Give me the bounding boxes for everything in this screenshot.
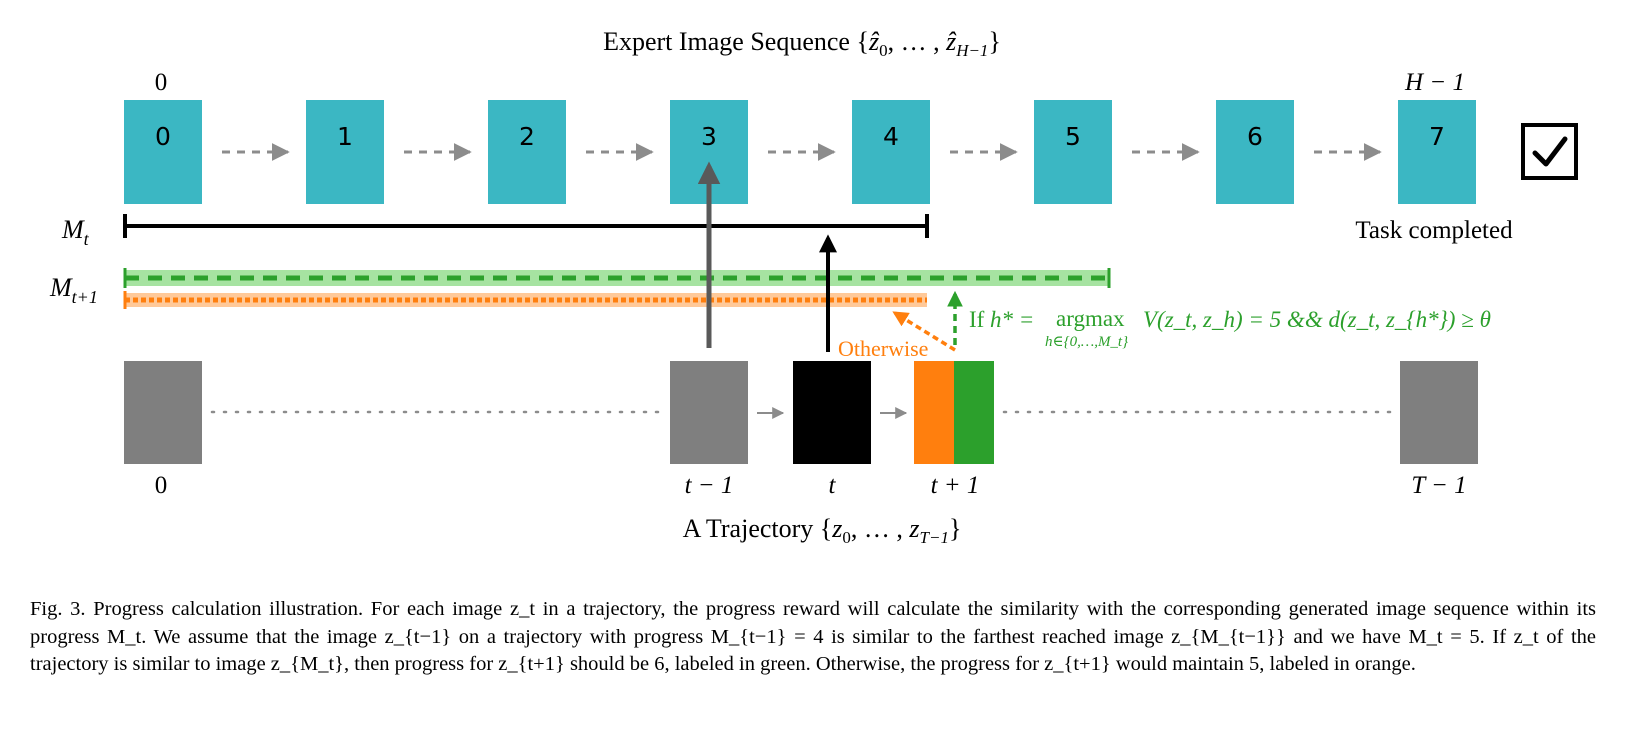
svg-text:h* =: h* = — [990, 307, 1034, 332]
trajectory-frame-t-plus-1-green — [954, 361, 994, 464]
task-completed-label: Task completed — [1355, 217, 1513, 244]
svg-text:argmax: argmax — [1056, 306, 1125, 331]
otherwise-label: Otherwise — [838, 336, 928, 361]
expert-frame-label-5: 5 — [1065, 122, 1081, 151]
trajectory-label-t: t — [829, 472, 837, 499]
orange-progress-arrow — [892, 311, 956, 352]
trajectory-frame-t-minus-1 — [670, 361, 748, 464]
expert-frame-label-7: 7 — [1429, 122, 1445, 151]
expert-first-index-label: 0 — [155, 69, 168, 96]
trajectory-title: A Trajectory {z0, … , zT−1} — [683, 514, 962, 547]
expert-frame-label-6: 6 — [1247, 122, 1263, 151]
svg-text:If: If — [969, 307, 985, 332]
trajectory-frames — [124, 361, 1478, 464]
expert-frame-label-2: 2 — [519, 122, 535, 151]
expert-last-index-label: H − 1 — [1404, 69, 1465, 96]
svg-text:h∈{0,…,M_t}: h∈{0,…,M_t} — [1045, 334, 1128, 350]
expert-frame-2 — [488, 100, 566, 204]
trajectory-frame-last — [1400, 361, 1478, 464]
expert-frame-label-0: 0 — [155, 122, 171, 151]
trajectory-frame-t — [793, 361, 871, 464]
trajectory-frame-0 — [124, 361, 202, 464]
mt-label: Mt — [61, 215, 90, 249]
expert-frame-4 — [852, 100, 930, 204]
expert-frame-1 — [306, 100, 384, 204]
trajectory-label-t-minus-1: t − 1 — [685, 472, 734, 499]
svg-text:V(z_t, z_h) = 5 && d(z_t, z_{h: V(z_t, z_h) = 5 && d(z_t, z_{h*}) ≥ θ — [1143, 307, 1491, 332]
trajectory-label-t-plus-1: t + 1 — [931, 472, 980, 499]
expert-frame-label-4: 4 — [883, 122, 899, 151]
expert-frame-0 — [124, 100, 202, 204]
expert-frame-label-1: 1 — [337, 122, 353, 151]
trajectory-label-last: T − 1 — [1411, 472, 1466, 499]
condition-text: If h* = argmax h∈{0,…,M_t} V(z_t, z_h) =… — [969, 306, 1491, 350]
mt1-label: Mt+1 — [49, 273, 98, 307]
expert-frame-6 — [1216, 100, 1294, 204]
expert-frame-7 — [1398, 100, 1476, 204]
mt-progress-bar — [123, 214, 929, 238]
figure-caption: Fig. 3. Progress calculation illustratio… — [30, 598, 1596, 675]
trajectory-label-0: 0 — [155, 472, 168, 499]
expert-sequence-title: Expert Image Sequence {ẑ0, … , ẑH−1} — [603, 27, 1001, 60]
check-icon — [1521, 123, 1578, 180]
trajectory-frame-t-plus-1-orange — [914, 361, 954, 464]
mt1-orange-bar — [123, 291, 927, 309]
mt1-green-bar — [123, 268, 1111, 288]
expert-frame-5 — [1034, 100, 1112, 204]
expert-frame-label-3: 3 — [701, 122, 717, 151]
